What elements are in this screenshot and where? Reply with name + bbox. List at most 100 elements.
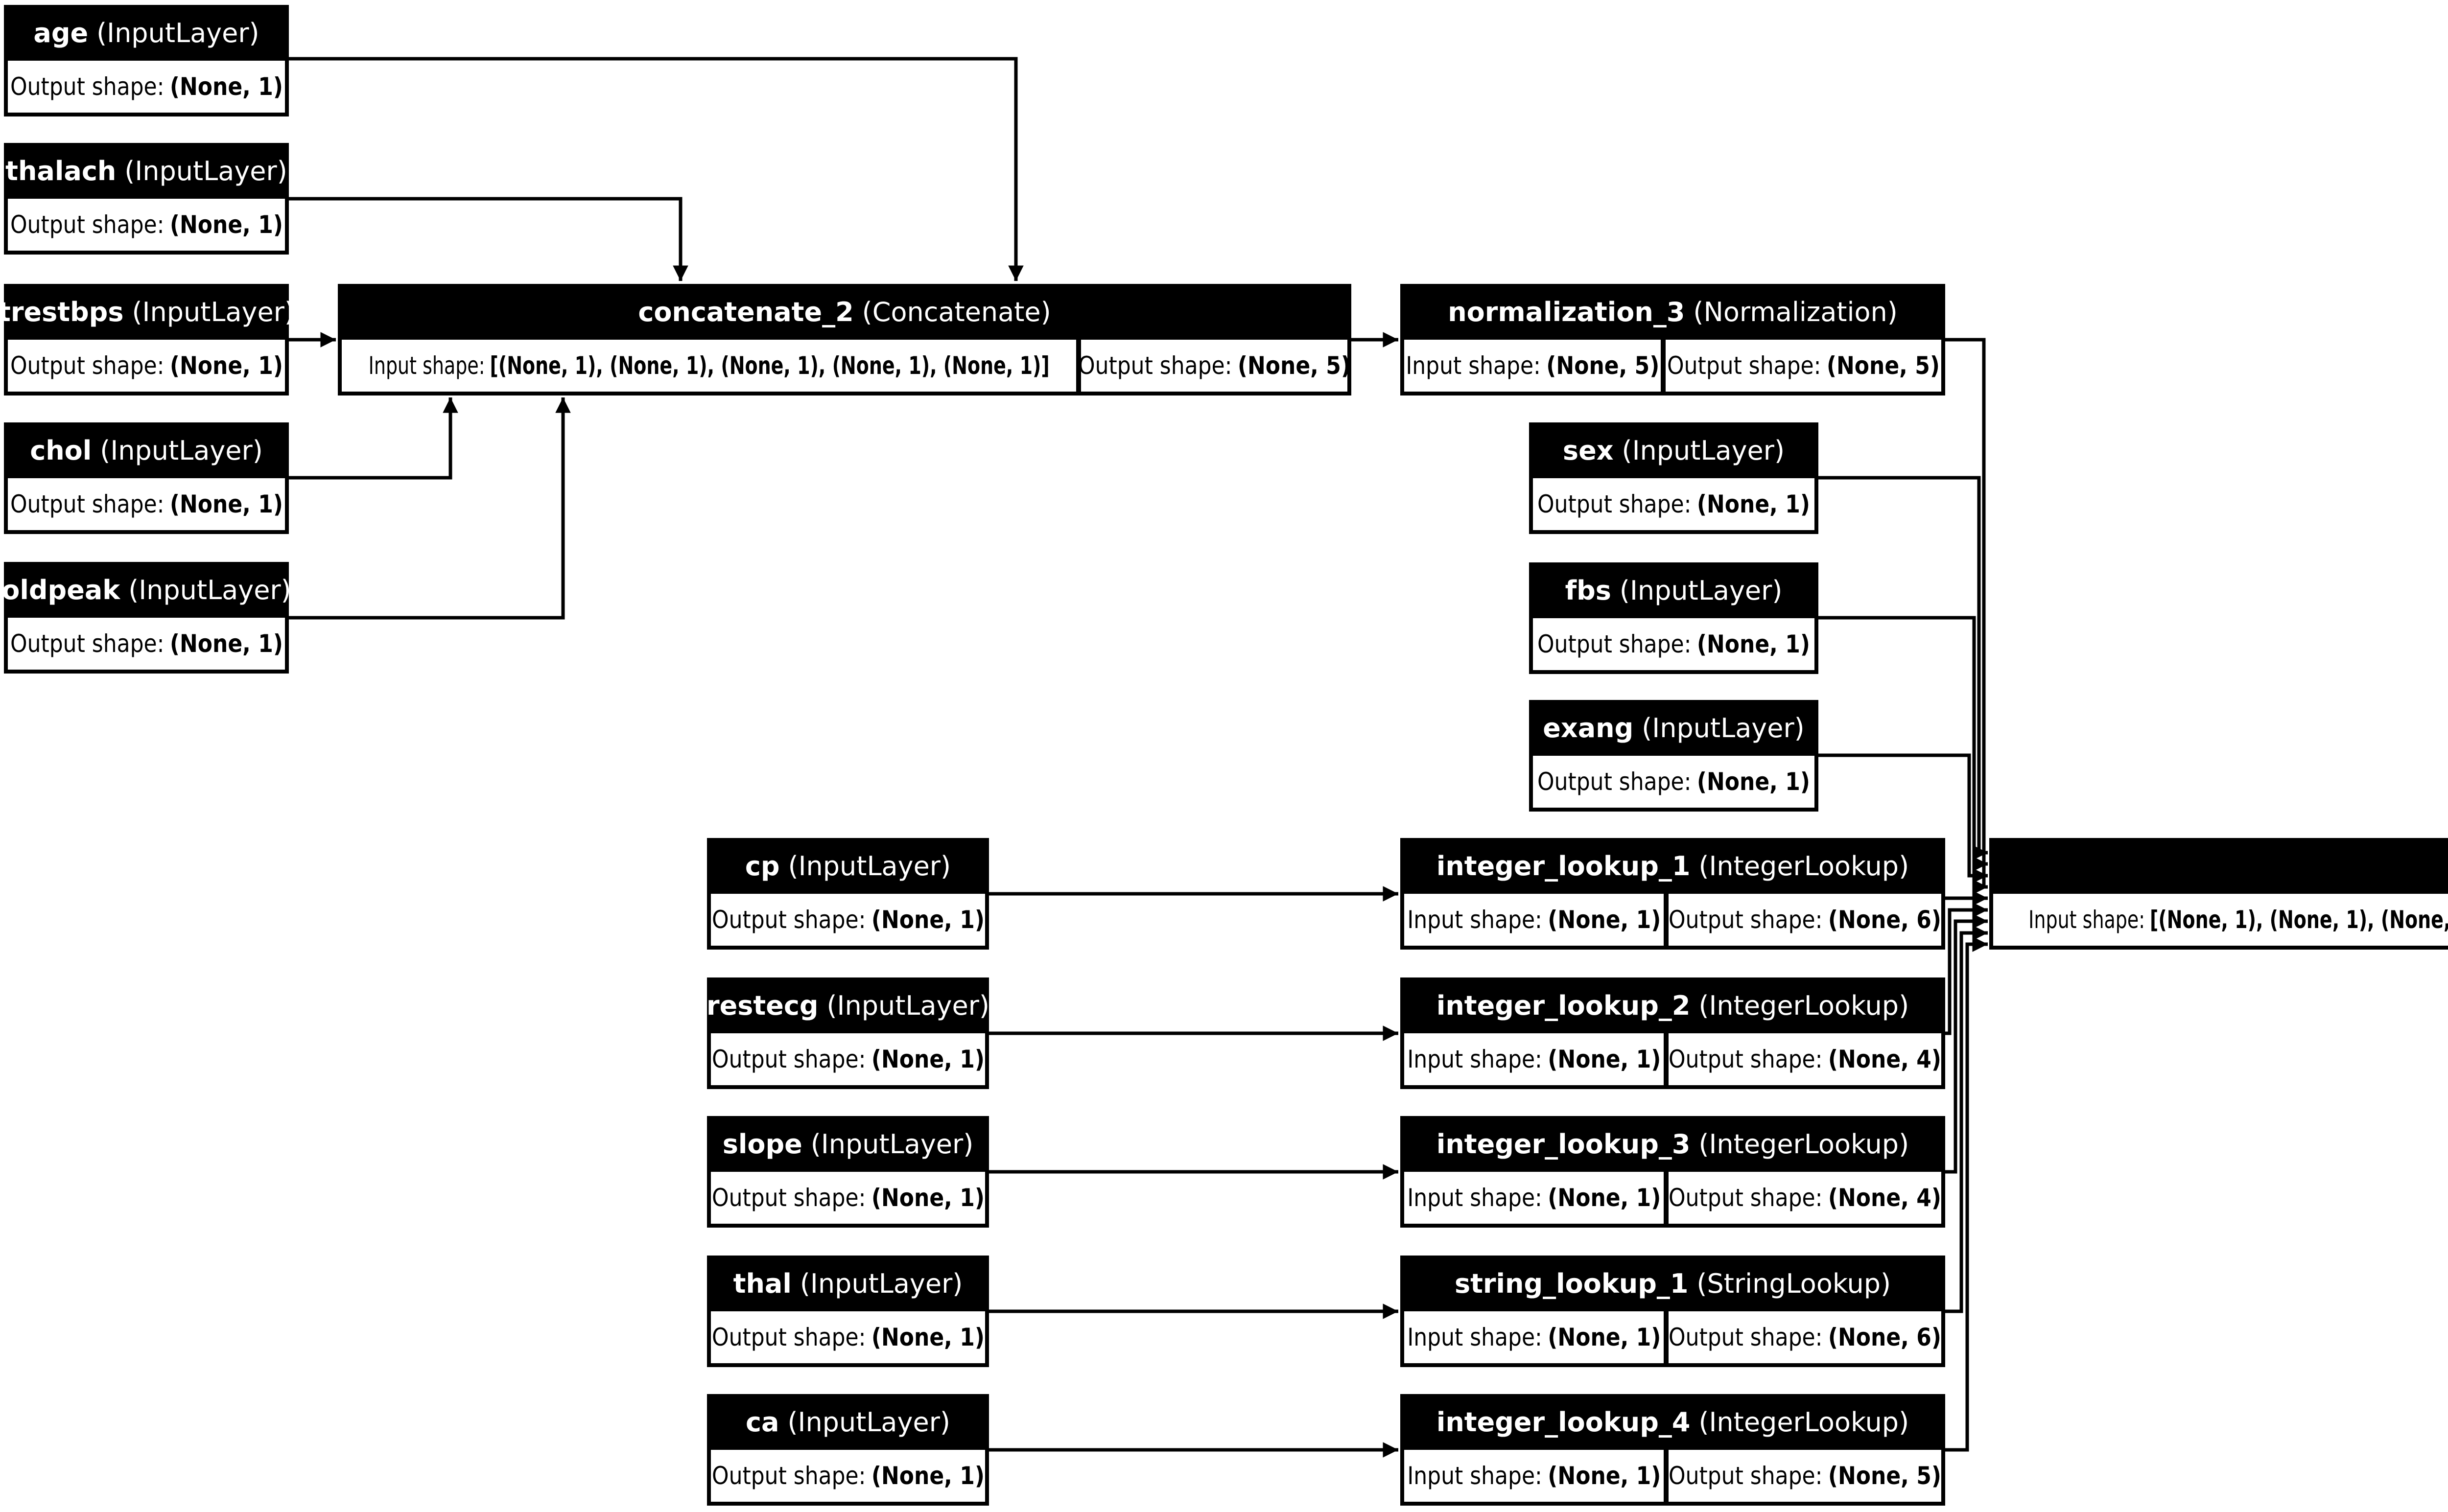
output-shape-cell: Output shape:(None, 5): [1081, 340, 1347, 392]
layer-type: (InputLayer): [788, 850, 951, 882]
node-header: restecg(InputLayer): [706, 977, 989, 1033]
edge-integer_lookup_3-to-concatenate_3: [1945, 913, 1988, 1174]
layer-type: (Normalization): [1693, 296, 1898, 327]
node-integer_lookup_1: integer_lookup_1(IntegerLookup) Input sh…: [1400, 838, 1945, 950]
output-shape-cell: Output shape:(None, 4): [1669, 1172, 1941, 1224]
edge-sex-to-concatenate_3: [1818, 476, 1988, 861]
layer-type: (InputLayer): [1619, 575, 1783, 606]
output-shape-cell: Output shape:(None, 1): [711, 1450, 985, 1502]
output-shape-cell: Output shape:(None, 1): [8, 199, 285, 251]
edge-integer_lookup_2-to-concatenate_3: [1945, 902, 1988, 1035]
output-shape-cell: Output shape:(None, 1): [8, 340, 285, 392]
node-integer_lookup_3: integer_lookup_3(IntegerLookup) Input sh…: [1400, 1116, 1945, 1228]
node-header: sex (InputLayer): [1529, 422, 1818, 478]
layer-type: (InputLayer): [128, 574, 291, 605]
layer-name: fbs: [1565, 575, 1611, 606]
layer-type: (IntegerLookup): [1698, 850, 1909, 882]
node-age: age(InputLayer) Output shape:(None, 1): [4, 5, 289, 116]
output-shape-cell: Output shape:(None, 1): [1533, 618, 1814, 670]
layer-type: (InputLayer): [800, 1268, 963, 1299]
output-shape-cell: Output shape:(None, 5): [1666, 340, 1941, 392]
node-header: exang(InputLayer): [1529, 700, 1818, 756]
layer-type: (IntegerLookup): [1698, 1406, 1909, 1438]
edge-integer_lookup_4-to-concatenate_3: [1945, 936, 1988, 1452]
node-header: integer_lookup_2(IntegerLookup): [1400, 977, 1945, 1033]
output-shape-cell: Output shape:(None, 1): [711, 1033, 985, 1085]
node-header: oldpeak(InputLayer): [1, 562, 291, 618]
input-shape-cell: Input shape:(None, 1): [1404, 1033, 1664, 1085]
node-header: slope(InputLayer): [707, 1116, 989, 1172]
output-shape-cell: Output shape:(None, 4): [1669, 1033, 1941, 1085]
output-shape-cell: Output shape:(None, 6): [1669, 894, 1941, 946]
node-trestbps: trestbps (InputLayer) Output shape:(None,…: [0, 284, 295, 395]
edge-normalization_3-to-concatenate_3: [1945, 338, 1988, 895]
output-shape-cell: Output shape:(None, 1): [8, 61, 285, 113]
node-thalach: thalach(InputLayer) Output shape:(None, …: [4, 143, 289, 255]
node-concatenate_2: concatenate_2(Concatenate) Input shape:[…: [338, 284, 1351, 395]
layer-type: (IntegerLookup): [1698, 990, 1909, 1021]
node-slope: slope(InputLayer) Output shape:(None, 1): [707, 1116, 989, 1228]
edge-fbs-to-concatenate_3: [1818, 616, 1988, 872]
layer-type: (InputLayer): [1622, 435, 1785, 466]
node-restecg: restecg(InputLayer) Output shape:(None, …: [706, 977, 989, 1089]
layer-type: (StringLookup): [1696, 1268, 1891, 1299]
output-shape-cell: Output shape:(None, 1): [8, 618, 285, 670]
layer-name: sex: [1562, 435, 1614, 466]
node-fbs: fbs (InputLayer) Output shape:(None, 1): [1529, 562, 1818, 674]
node-normalization_3: normalization_3 (Normalization) Input sha…: [1400, 284, 1945, 395]
input-shape-cell: Input shape:[(None, 1), (None, 1), (None…: [1993, 894, 2448, 946]
output-shape-cell: Output shape:(None, 1): [8, 478, 285, 530]
node-thal: thal (InputLayer) Output shape:(None, 1): [707, 1256, 989, 1367]
layer-name: concatenate_2: [638, 296, 854, 327]
node-header: integer_lookup_4(IntegerLookup): [1400, 1394, 1945, 1450]
node-chol: chol(InputLayer) Output shape:(None, 1): [4, 422, 289, 534]
node-ca: ca(InputLayer) Output shape:(None, 1): [707, 1394, 989, 1506]
input-shape-cell: Input shape:(None, 1): [1404, 1450, 1664, 1502]
input-shape-cell: Input shape:(None, 1): [1404, 1311, 1664, 1363]
output-shape-cell: Output shape:(None, 1): [711, 894, 985, 946]
node-header: age(InputLayer): [4, 5, 289, 61]
edge-age-to-concatenate_2: [289, 57, 1024, 281]
node-exang: exang(InputLayer) Output shape:(None, 1): [1529, 700, 1818, 812]
input-shape-cell: Input shape:(None, 1): [1404, 1172, 1664, 1224]
node-header: thal (InputLayer): [707, 1256, 989, 1311]
layer-name: integer_lookup_1: [1436, 850, 1691, 882]
layer-type: (InputLayer): [100, 435, 263, 466]
node-header: concatenate_2 (Concatenate): [338, 284, 1351, 340]
layer-name: thal: [733, 1268, 792, 1299]
input-shape-cell: Input shape:(None, 1): [1404, 894, 1664, 946]
layer-type: (InputLayer): [124, 155, 287, 186]
edge-oldpeak-to-concatenate_2: [289, 397, 571, 620]
layer-name: integer_lookup_2: [1436, 990, 1691, 1021]
edge-exang-to-concatenate_3: [1818, 753, 1988, 884]
layer-type: (InputLayer): [1642, 712, 1805, 744]
node-concatenate_3: concatenate_3(Concatenate) Input shape:[…: [1989, 838, 2448, 950]
layer-name: integer_lookup_4: [1436, 1406, 1691, 1438]
node-header: fbs (InputLayer): [1529, 562, 1818, 618]
edge-chol-to-concatenate_2: [289, 397, 458, 480]
layer-type: (InputLayer): [810, 1128, 974, 1160]
layer-type: (IntegerLookup): [1698, 1128, 1909, 1160]
output-shape-cell: Output shape:(None, 1): [711, 1172, 985, 1224]
output-shape-cell: Output shape:(None, 5): [1669, 1450, 1941, 1502]
node-header: concatenate_3(Concatenate): [1989, 838, 2448, 894]
layer-name: string_lookup_1: [1454, 1268, 1689, 1299]
output-shape-cell: Output shape:(None, 1): [711, 1311, 985, 1363]
node-header: normalization_3 (Normalization): [1400, 284, 1945, 340]
layer-type: (Concatenate): [862, 296, 1051, 327]
layer-name: trestbps: [0, 296, 124, 327]
layer-name: ca: [746, 1406, 779, 1438]
node-header: string_lookup_1(StringLookup): [1400, 1256, 1945, 1311]
node-header: thalach(InputLayer): [4, 143, 289, 199]
layer-type: (InputLayer): [132, 296, 295, 327]
node-header: integer_lookup_3(IntegerLookup): [1400, 1116, 1945, 1172]
layer-name: integer_lookup_3: [1436, 1128, 1691, 1160]
layer-name: slope: [722, 1128, 802, 1160]
layer-name: normalization_3: [1448, 296, 1685, 327]
node-oldpeak: oldpeak(InputLayer) Output shape:(None, …: [1, 562, 291, 674]
node-header: cp(InputLayer): [707, 838, 989, 894]
input-shape-cell: Input shape:(None, 5): [1404, 340, 1661, 392]
layer-name: restecg: [706, 990, 819, 1021]
